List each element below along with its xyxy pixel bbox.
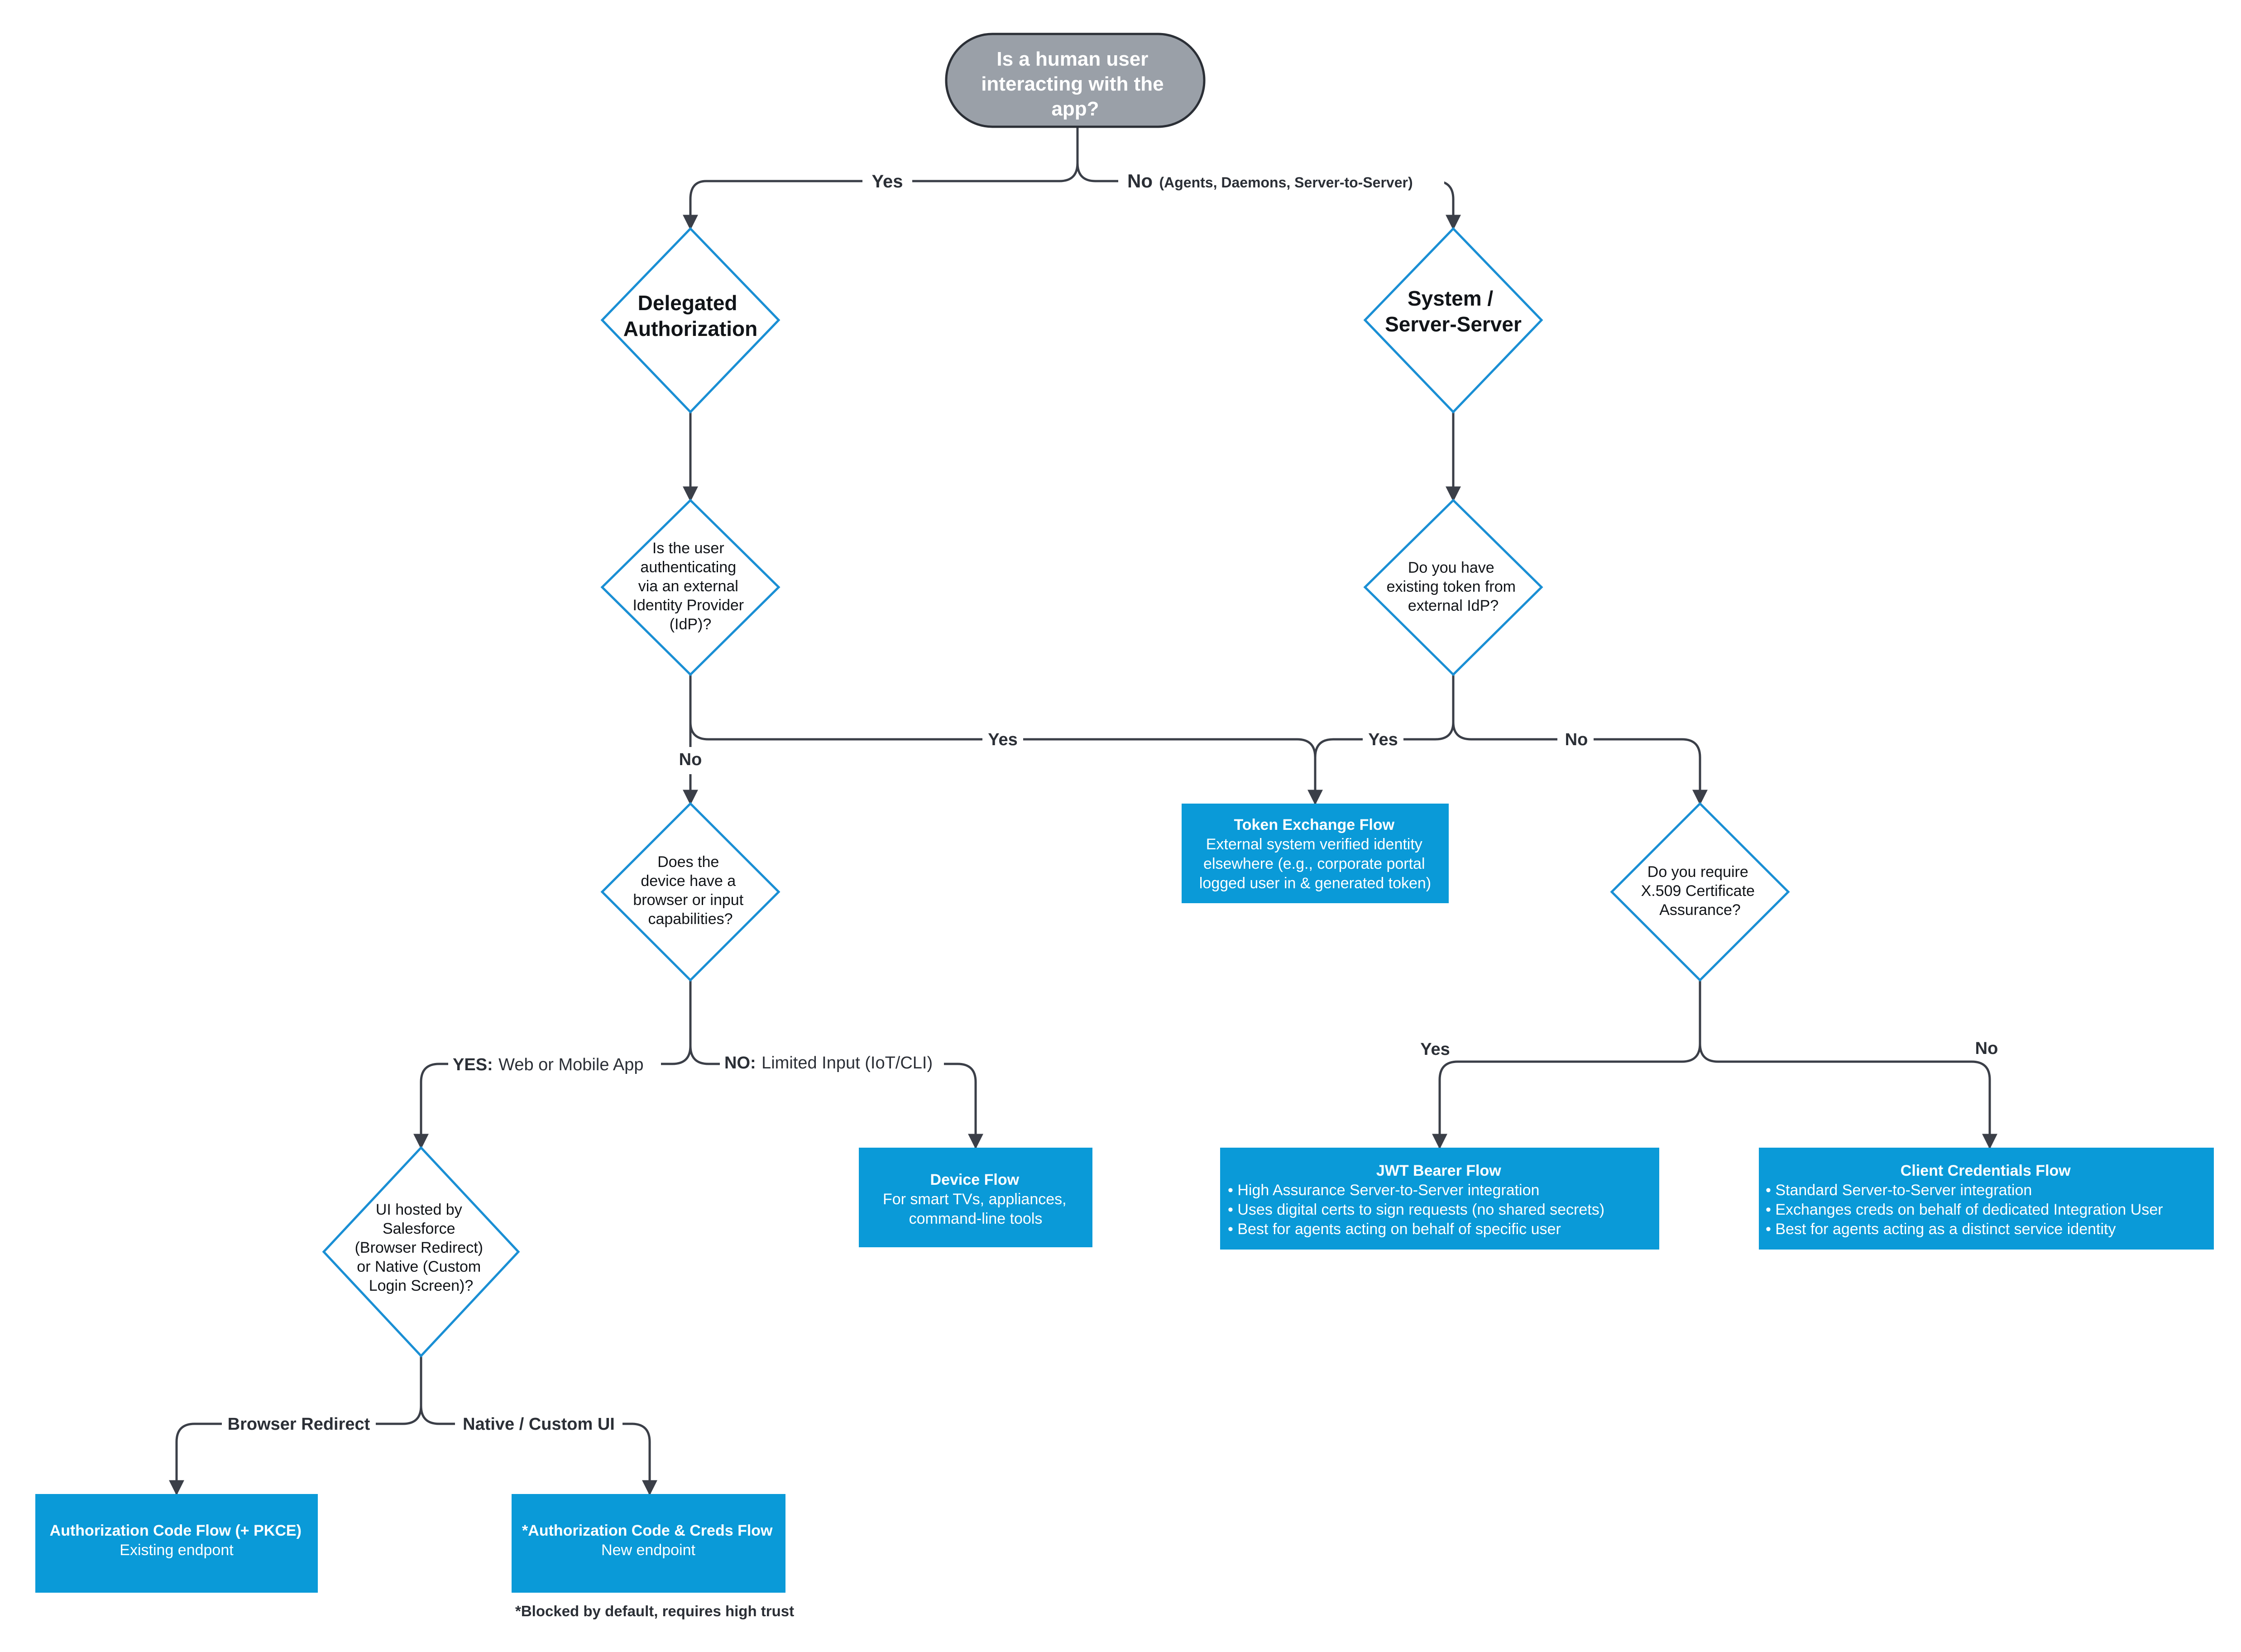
edge-x509-clientcreds: [1699, 1043, 1997, 1149]
decision-delegated-authorization: Delegated Authorization: [600, 227, 781, 414]
box-authorization-code-flow: Authorization Code Flow (+ PKCE) Existin…: [35, 1494, 318, 1593]
edge-label-native-custom: Native / Custom UI: [463, 1415, 615, 1434]
edge-x509-jwt: [1432, 980, 1701, 1149]
svg-text:System / Server-Server: System / Server-Server: [1385, 287, 1522, 336]
edge-label-yes-token: Yes: [1368, 730, 1398, 749]
box-token-exchange-flow: Token Exchange Flow External system veri…: [1182, 804, 1449, 903]
footnote: *Blocked by default, requires high trust: [515, 1603, 794, 1619]
edge-label-yes-idp: Yes: [988, 730, 1018, 749]
edge-labels: Yes No (Agents, Daemons, Server-to-Serve…: [222, 167, 1998, 1438]
svg-text:UI hosted by Salesforce: UI hosted by Salesforce (Browser Redirec…: [355, 1201, 488, 1294]
edge-label-yes-browser: YES: Web or Mobile App: [453, 1055, 644, 1074]
svg-text:Client Credentials Flow: Client Credentials Flow • Standard Serve…: [1766, 1162, 2165, 1238]
edge-label-no-x509: No: [1975, 1039, 1998, 1058]
box-authorization-code-creds-flow: *Authorization Code & Creds Flow New end…: [512, 1494, 785, 1593]
start-question: Is a human user interacting with the app…: [981, 48, 1169, 120]
edge-label-yes-top: Yes: [872, 172, 903, 192]
decision-x509: Do you require X.509 Certificate Assuran…: [1610, 802, 1790, 982]
svg-text:Do you require X.509 Cer: Do you require X.509 Certificate Assuran…: [1641, 863, 1759, 919]
box-device-flow: Device Flow For smart TVs, appliances, c…: [859, 1148, 1092, 1247]
decision-existing-token: Do you have existing token from external…: [1363, 498, 1543, 676]
edge-label-browser-redirect: Browser Redirect: [228, 1415, 370, 1434]
decision-system-server: System / Server-Server: [1363, 227, 1543, 414]
start-node: Is a human user interacting with the app…: [945, 33, 1206, 128]
edge-token-x509: [1452, 722, 1708, 805]
edge-uihosted-authcodecreds: [420, 1405, 657, 1496]
edge-label-no-browser: NO: Limited Input (IoT/CLI): [724, 1053, 933, 1073]
svg-text:Device Flow For smart TV: Device Flow For smart TVs, appliances, c…: [883, 1171, 1068, 1227]
svg-text:Do you have existing tok: Do you have existing token from external…: [1387, 559, 1520, 614]
svg-text:Token Exchange Flow Exte: Token Exchange Flow External system veri…: [1199, 816, 1431, 892]
decision-external-idp: Is the user authenticating via an extern…: [600, 498, 781, 676]
svg-text:Authorization Code Flow (+ PKC: Authorization Code Flow (+ PKCE) Existin…: [50, 1522, 304, 1559]
edge-label-no-idp: No: [679, 750, 702, 769]
box-jwt-bearer-flow: JWT Bearer Flow • High Assurance Server-…: [1220, 1148, 1659, 1250]
box-client-credentials-flow: Client Credentials Flow • Standard Serve…: [1759, 1148, 2214, 1250]
svg-text:*Authorization Code & Creds Fl: *Authorization Code & Creds Flow New end…: [522, 1522, 775, 1559]
svg-text:JWT Bearer Flow • High A: JWT Bearer Flow • High Assurance Server-…: [1228, 1162, 1607, 1238]
decision-browser-capabilities: Does the device have a browser or input …: [600, 802, 781, 982]
svg-text:Does the device have a: Does the device have a browser or input …: [633, 853, 747, 928]
edge-browser-device: [689, 1045, 983, 1149]
svg-text:Delegated Authorization: Delegated Authorization: [623, 291, 757, 340]
edge-token-token-exchange: [1314, 675, 1455, 758]
edge-label-no-token: No: [1565, 730, 1588, 749]
edge-label-no-top: No (Agents, Daemons, Server-to-Server): [1127, 170, 1413, 192]
decision-ui-hosted: UI hosted by Salesforce (Browser Redirec…: [322, 1146, 520, 1358]
edge-label-yes-x509: Yes: [1420, 1040, 1450, 1059]
svg-text:Is the user authenticati: Is the user authenticating via an extern…: [632, 540, 748, 633]
